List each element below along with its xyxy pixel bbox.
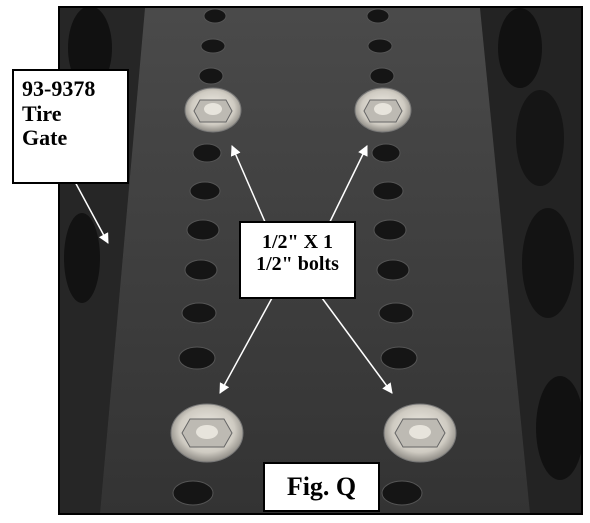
- figure-caption: Fig. Q: [286, 472, 357, 501]
- bolt-top-left: [184, 87, 242, 133]
- bolt-bottom-left: [170, 403, 244, 463]
- part-number-label: 93-9378 Tire Gate: [12, 69, 129, 184]
- arrow-bottom-left: [219, 297, 273, 394]
- bolt-bottom-right: [383, 403, 457, 463]
- right-hole-column: [366, 8, 423, 506]
- part-name-line-2: Gate: [22, 125, 68, 151]
- rail-hole: [516, 90, 564, 186]
- bolt-top-right: [354, 87, 412, 133]
- bolt-size-line-1: 1/2" X 1: [261, 231, 334, 253]
- rail-hole: [64, 213, 100, 303]
- part-name-line-1: Tire: [22, 100, 62, 126]
- bolt-size-label: 1/2" X 1 1/2" bolts: [239, 221, 356, 299]
- bolt-size-line-2: 1/2" bolts: [256, 253, 339, 276]
- rail-hole: [522, 208, 574, 318]
- arrow-bottom-right: [321, 297, 393, 394]
- part-number: 93-9378: [22, 76, 96, 101]
- rail-hole: [536, 376, 581, 480]
- part-pointer-arrow: [73, 179, 109, 244]
- rail-hole: [498, 8, 542, 88]
- left-hole-column: [172, 8, 227, 506]
- figure-label: Fig. Q: [263, 462, 380, 512]
